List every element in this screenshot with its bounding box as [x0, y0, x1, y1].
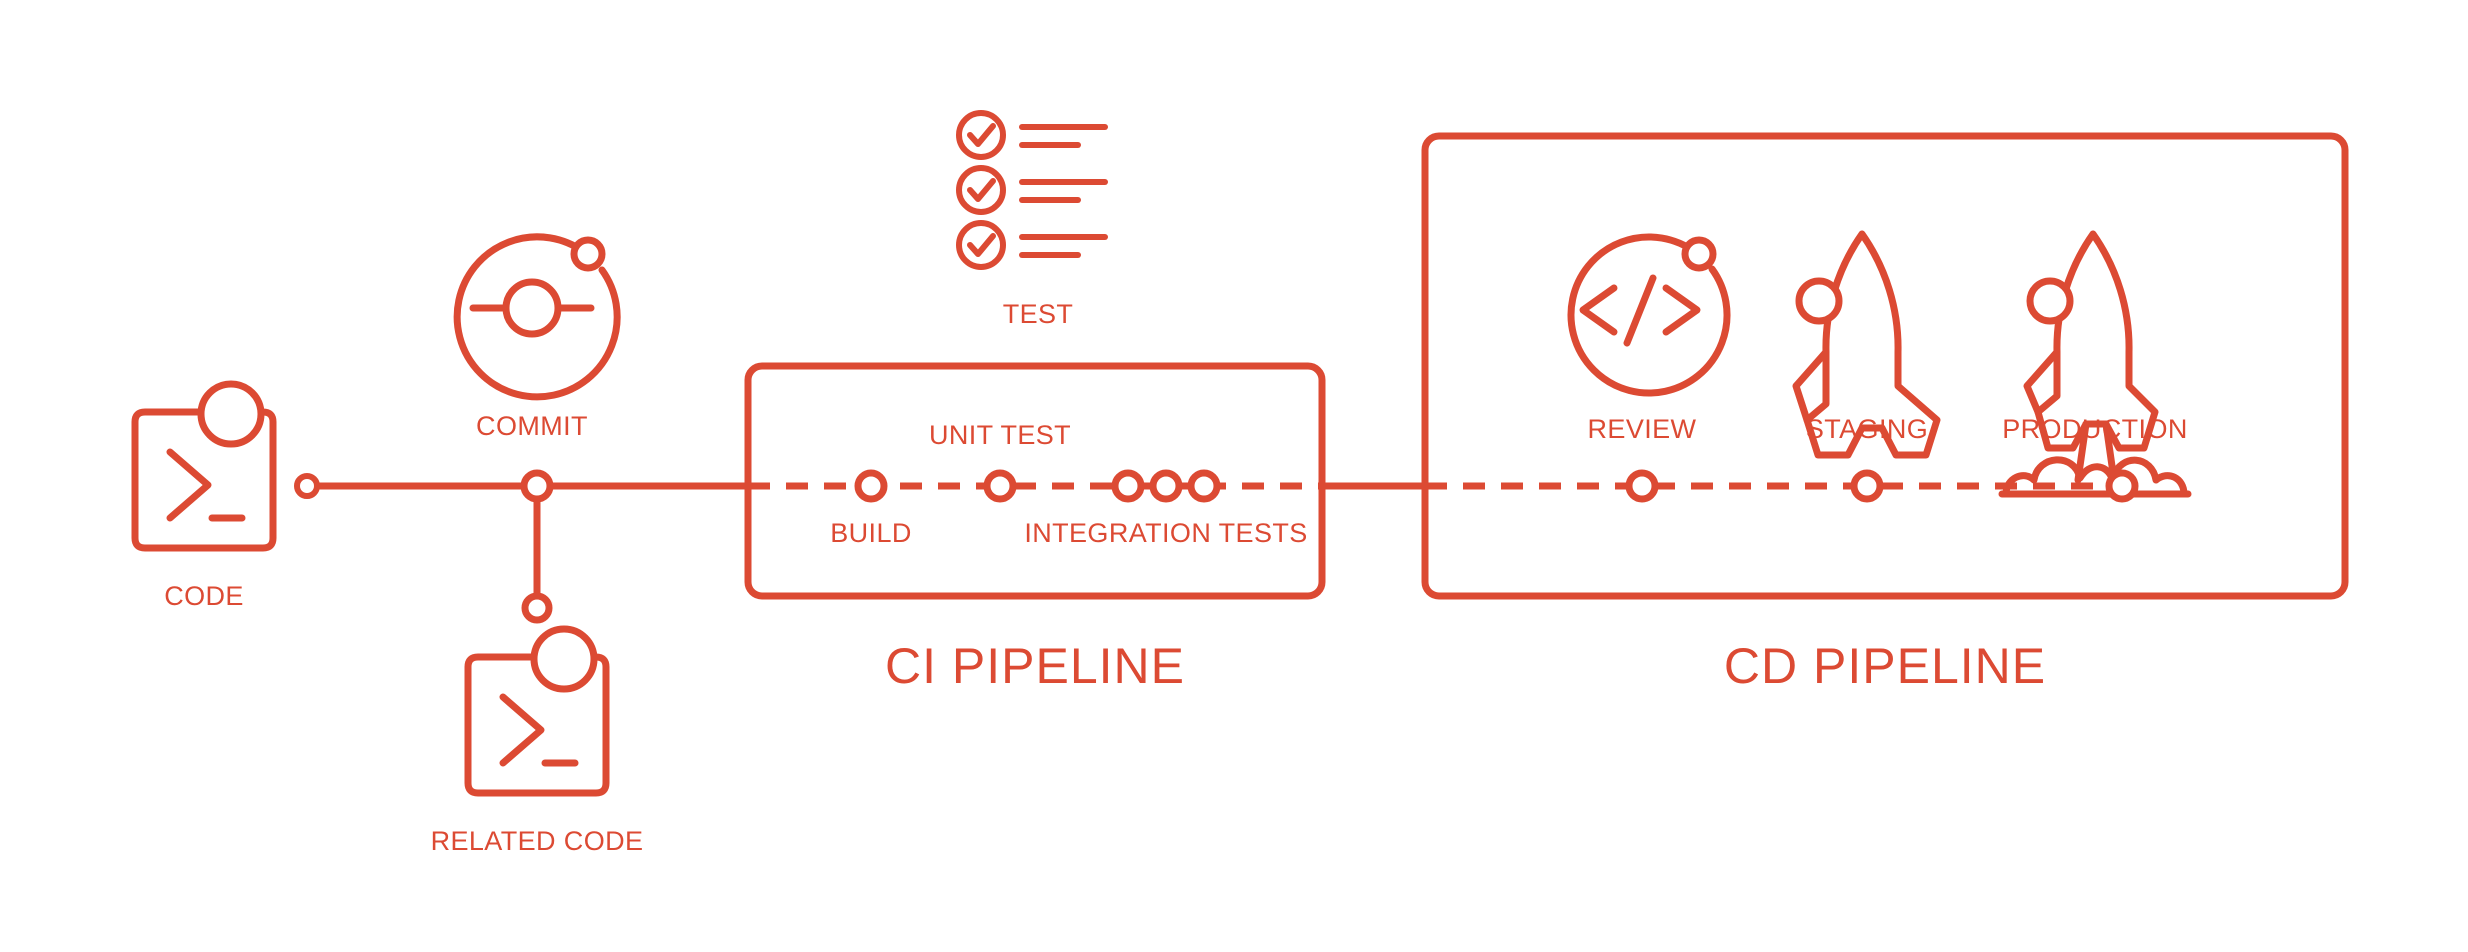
pipeline-start-node[interactable]: [294, 473, 320, 499]
review-orbit-dot-icon: [1681, 236, 1717, 272]
terminal-badge-circle-icon: [530, 625, 598, 693]
staging-label: STAGING: [1806, 414, 1928, 444]
commit-icon-group: COMMIT: [453, 233, 621, 441]
review-icon-group: REVIEW: [1567, 233, 1731, 444]
prompt-chevron-icon: [166, 448, 212, 522]
rocket-body-icon: [1803, 230, 1941, 459]
review-node[interactable]: [1625, 469, 1659, 503]
commit-label: COMMIT: [476, 411, 588, 441]
unit-test-node[interactable]: [983, 469, 1017, 503]
terminal-code-icon: [131, 408, 277, 552]
staging-icon-group: STAGING: [1792, 230, 1941, 459]
related-code-icon-group: RELATED CODE: [431, 625, 644, 856]
review-outer-ring-icon: [1567, 233, 1731, 397]
checkmark-icon: [967, 123, 996, 147]
angle-bracket-left-icon: [1579, 284, 1618, 336]
commit-orbit-dot-icon: [570, 236, 606, 272]
production-icon-group: PRODUCTION: [1998, 230, 2192, 498]
production-node[interactable]: [2105, 469, 2139, 503]
integration-test-node-1[interactable]: [1111, 469, 1145, 503]
cd-pipeline-box: [1421, 132, 2349, 600]
staging-node[interactable]: [1850, 469, 1884, 503]
rocket-left-fin-icon: [1792, 348, 1830, 424]
checkmark-icon: [967, 178, 996, 202]
integration-test-node-2[interactable]: [1149, 469, 1183, 503]
build-node[interactable]: [854, 469, 888, 503]
terminal-badge-circle-icon: [197, 380, 265, 448]
ci-pipeline-box: [744, 362, 1326, 600]
rocket-body-icon: [2034, 230, 2159, 452]
slash-icon: [1623, 274, 1657, 347]
check-circle-icon: [956, 110, 1006, 160]
unit-test-label: UNIT TEST: [929, 420, 1071, 450]
integration-test-node-3[interactable]: [1187, 469, 1221, 503]
test-icon-group: TEST: [956, 110, 1108, 329]
check-circle-icon: [956, 165, 1006, 215]
code-label: CODE: [164, 581, 244, 611]
cd-pipeline-title: CD PIPELINE: [1724, 638, 2046, 694]
commit-center-node-icon: [502, 278, 562, 338]
build-label: BUILD: [830, 518, 912, 548]
commit-node[interactable]: [520, 469, 554, 503]
related-code-label: RELATED CODE: [431, 826, 644, 856]
rocket-window-icon: [1795, 277, 1843, 325]
launch-smoke-cloud-icon: [2002, 456, 2188, 498]
commit-outer-ring-icon: [453, 233, 621, 401]
terminal-code-icon: [464, 653, 610, 797]
check-circle-icon: [956, 220, 1006, 270]
integration-tests-label: INTEGRATION TESTS: [1024, 518, 1307, 548]
rocket-left-fin-icon: [2023, 348, 2061, 416]
prompt-chevron-icon: [499, 693, 545, 767]
checkmark-icon: [967, 233, 996, 257]
ci-pipeline-title: CI PIPELINE: [885, 638, 1185, 694]
code-icon-group: CODE: [131, 380, 277, 611]
review-label: REVIEW: [1588, 414, 1697, 444]
production-label: PRODUCTION: [2002, 414, 2188, 444]
related-code-branch-node[interactable]: [521, 592, 553, 624]
angle-bracket-right-icon: [1662, 284, 1701, 336]
rocket-window-icon: [2026, 277, 2074, 325]
test-label: TEST: [1003, 299, 1074, 329]
